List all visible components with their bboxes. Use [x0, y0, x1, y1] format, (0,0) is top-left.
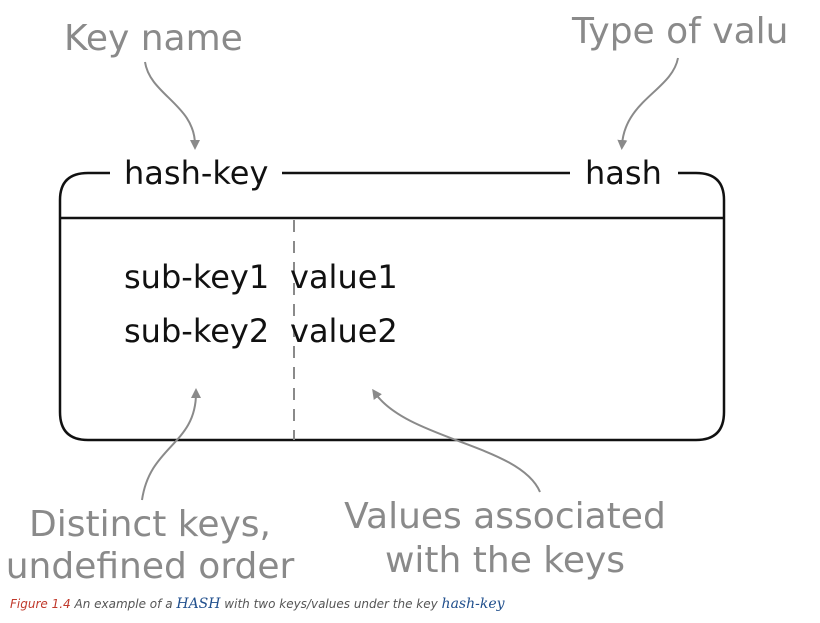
caption-text-before: An example of a: [70, 597, 177, 611]
sub-key-2: sub-key2: [124, 312, 269, 350]
box-body-outline: [58, 218, 726, 442]
key-name-arrow: [144, 61, 200, 150]
distinct-keys-annotation-line2: undefined order: [6, 546, 295, 587]
caption-text-middle: with two keys/values under the key: [220, 597, 442, 611]
type-of-value-arrow: [617, 57, 679, 150]
value-2: value2: [290, 312, 398, 350]
key-term: hash-key: [441, 596, 505, 612]
values-associated-annotation-line1: Values associated: [344, 496, 666, 537]
distinct-keys-annotation-line1: Distinct keys,: [29, 504, 271, 545]
sub-key-1: sub-key1: [124, 258, 269, 296]
value-1: value1: [290, 258, 398, 296]
box-header-outline: [58, 171, 726, 218]
distinct-keys-arrow: [141, 388, 201, 501]
type-of-value-annotation: Type of valu: [571, 11, 788, 52]
values-associated-arrow: [372, 388, 541, 493]
hash-key-label: hash-key: [124, 154, 268, 192]
figure-label: Figure 1.4: [10, 597, 71, 611]
hash-entry-2: sub-key2 value2: [124, 312, 398, 350]
hash-type-label: hash: [585, 154, 662, 192]
hash-term: HASH: [176, 596, 221, 612]
key-name-annotation: Key name: [64, 18, 243, 59]
hash-entry-1: sub-key1 value1: [124, 258, 398, 296]
values-associated-annotation-line2: with the keys: [385, 540, 625, 581]
figure-caption: Figure 1.4 An example of a HASH with two…: [10, 596, 505, 612]
